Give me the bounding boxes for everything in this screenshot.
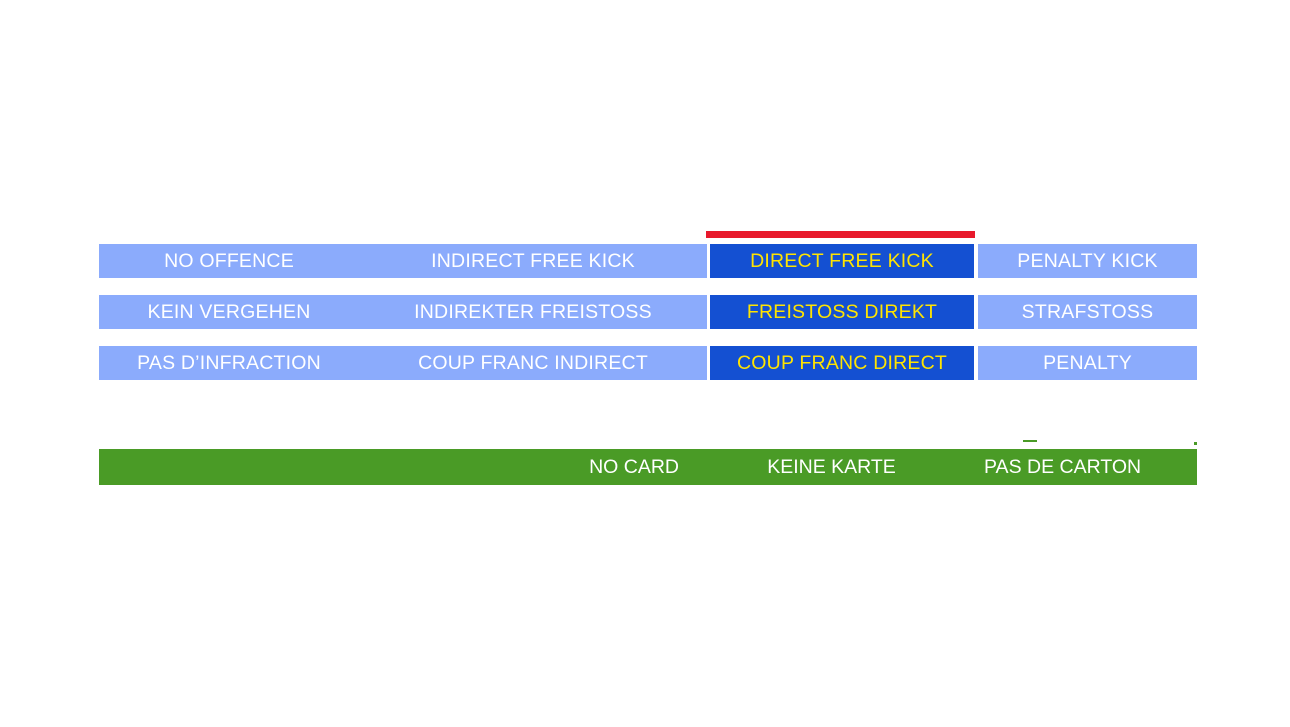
sanction-matrix: NO OFFENCE INDIRECT FREE KICK DIRECT FRE… xyxy=(99,244,1197,380)
sanction-cell-penalty-kick-fr[interactable]: PENALTY xyxy=(978,346,1197,380)
sanction-cell-indirect-free-kick-en[interactable]: INDIRECT FREE KICK xyxy=(359,244,707,278)
card-cell-no-card-de[interactable]: KEINE KARTE xyxy=(767,455,896,478)
sanction-cell-penalty-kick-en[interactable]: PENALTY KICK xyxy=(978,244,1197,278)
sanction-cell-indirect-free-kick-fr[interactable]: COUP FRANC INDIRECT xyxy=(359,346,707,380)
card-bar: NO CARD KEINE KARTE PAS DE CARTON xyxy=(99,449,1197,485)
sanction-cell-no-offence-de[interactable]: KEIN VERGEHEN xyxy=(99,295,359,329)
sanction-cell-no-offence-fr[interactable]: PAS D’INFRACTION xyxy=(99,346,359,380)
sanction-cell-direct-free-kick-fr[interactable]: COUP FRANC DIRECT xyxy=(710,346,974,380)
sanction-cell-no-offence-en[interactable]: NO OFFENCE xyxy=(99,244,359,278)
matrix-row-english: NO OFFENCE INDIRECT FREE KICK DIRECT FRE… xyxy=(99,244,1197,278)
sanction-cell-indirect-free-kick-de[interactable]: INDIREKTER FREISTOSS xyxy=(359,295,707,329)
green-dot-mark xyxy=(1194,442,1197,445)
matrix-row-french: PAS D’INFRACTION COUP FRANC INDIRECT COU… xyxy=(99,346,1197,380)
sanction-cell-direct-free-kick-en[interactable]: DIRECT FREE KICK xyxy=(710,244,974,278)
red-emphasis-bar xyxy=(706,231,975,238)
matrix-row-german: KEIN VERGEHEN INDIREKTER FREISTOSS FREIS… xyxy=(99,295,1197,329)
card-cell-no-card-fr[interactable]: PAS DE CARTON xyxy=(984,455,1142,478)
sanction-cell-direct-free-kick-de[interactable]: FREISTOSS DIREKT xyxy=(710,295,974,329)
card-cell-no-card-en[interactable]: NO CARD xyxy=(589,455,679,478)
green-dash-mark xyxy=(1023,440,1037,442)
sanction-cell-penalty-kick-de[interactable]: STRAFSTOSS xyxy=(978,295,1197,329)
